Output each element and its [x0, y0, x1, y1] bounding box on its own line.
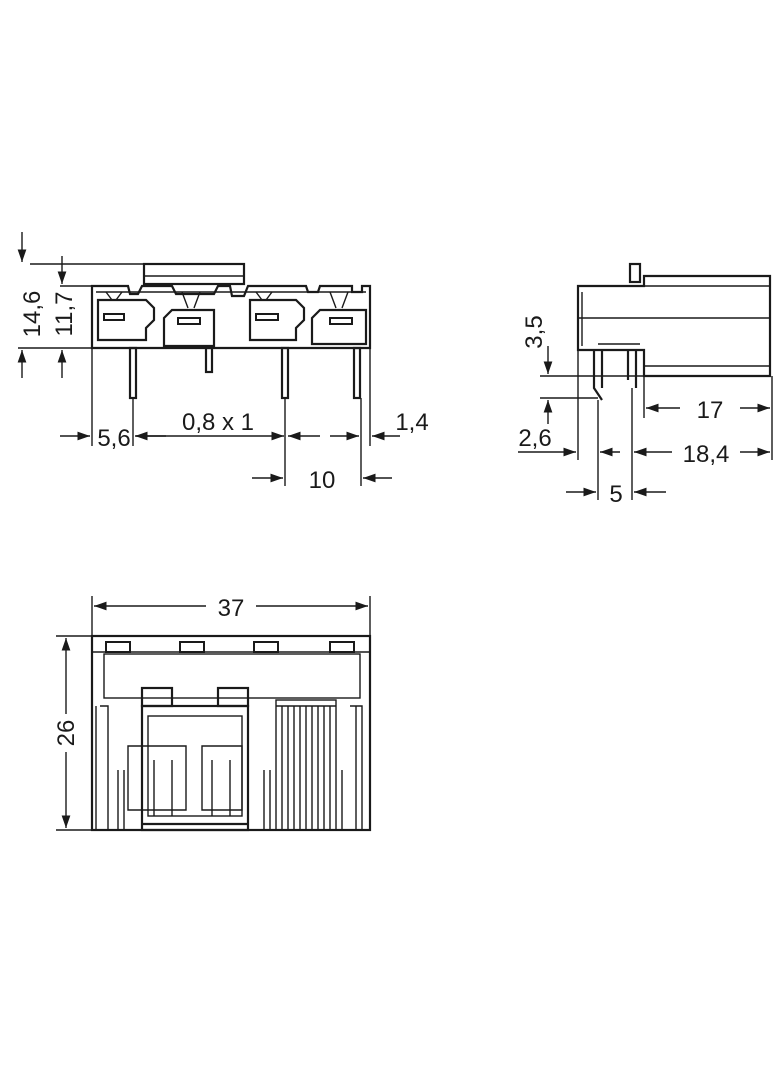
bottom-view: 37 26	[53, 595, 372, 832]
dim-pitch: 10	[309, 467, 336, 494]
bottom-window-row	[105, 641, 355, 653]
dim-side-depth-total: 18,4	[683, 441, 730, 468]
dim-side-pin-length: 2,6	[518, 425, 551, 452]
bottom-rib-block	[275, 699, 363, 831]
front-cavity-4	[310, 308, 368, 346]
dim-side-depth: 17	[697, 397, 724, 424]
bottom-body-outline	[90, 634, 372, 832]
bottom-lever	[140, 704, 250, 832]
front-cavity-3	[248, 298, 306, 342]
side-body-outline	[576, 274, 772, 378]
dim-side-body-height: 3,5	[521, 315, 548, 348]
dim-bottom-width: 37	[218, 595, 245, 622]
side-pins	[592, 350, 638, 401]
front-cavity-2	[162, 308, 216, 348]
side-pin-top	[628, 262, 642, 284]
dim-side-pin-spacing: 5	[609, 481, 622, 508]
front-top-latch	[142, 262, 246, 286]
dim-bottom-height: 26	[53, 720, 80, 747]
dim-height-body: 11,7	[51, 292, 78, 337]
front-body-outline	[90, 284, 372, 350]
side-view: 3,5 17 2,6 18,4 5	[518, 262, 773, 508]
front-pins	[128, 346, 362, 400]
dim-pin-size: 0,8 x 1	[182, 409, 254, 436]
front-cavity-1	[96, 298, 156, 342]
dim-offset-left: 5,6	[97, 425, 130, 452]
front-view: 14,6 11,7 5,6 0,8 x 1 1,4 10	[17, 232, 429, 494]
dim-pin-offset-right: 1,4	[395, 409, 428, 436]
dim-height-total: 14,6	[19, 291, 46, 338]
